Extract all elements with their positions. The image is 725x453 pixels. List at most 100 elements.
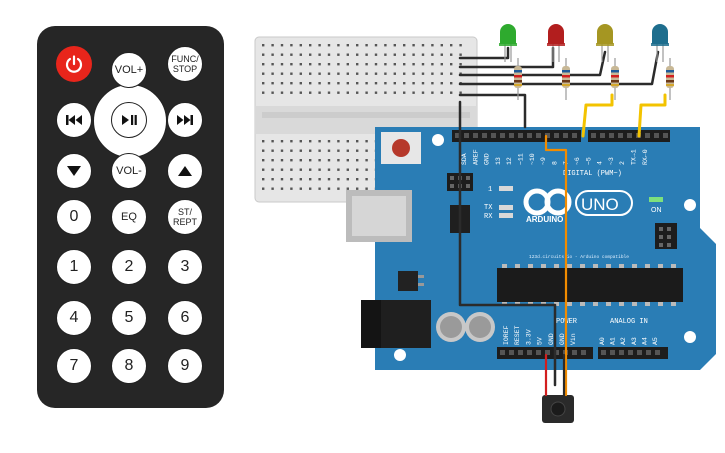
logo-text: ARDUINO <box>526 215 563 224</box>
breadboard-hole <box>290 159 293 162</box>
vol-down-button[interactable]: VOL- <box>111 153 147 189</box>
icsp-pin <box>659 227 663 231</box>
breadboard-hole <box>280 72 284 75</box>
breadboard-hole <box>280 178 284 181</box>
breadboard-hole <box>337 82 340 85</box>
breadboard-hole <box>431 140 434 143</box>
chip-leg <box>671 302 676 306</box>
breadboard-hole <box>346 140 349 143</box>
button-9[interactable]: 9 <box>167 348 203 384</box>
breadboard-hole <box>346 63 349 66</box>
func-stop-label-2: STOP <box>172 64 198 74</box>
chip-leg <box>580 302 585 306</box>
header-hole <box>663 133 668 138</box>
button-2[interactable]: 2 <box>111 249 147 285</box>
breadboard-hole <box>290 168 293 171</box>
breadboard-hole <box>403 82 406 85</box>
breadboard-hole <box>280 82 284 85</box>
chip-leg <box>502 264 507 268</box>
previous-button[interactable] <box>56 102 92 138</box>
chip-leg <box>606 264 611 268</box>
breadboard-hole <box>403 168 406 171</box>
button-4[interactable]: 4 <box>56 300 92 336</box>
analog-pin-label: A5 <box>652 337 659 345</box>
breadboard-hole <box>327 178 331 181</box>
breadboard-hole <box>299 149 302 152</box>
breadboard-hole <box>299 82 302 85</box>
breadboard-hole <box>327 82 331 85</box>
chip-leg <box>541 302 546 306</box>
breadboard-hole <box>450 178 453 181</box>
leds <box>499 24 674 100</box>
button-6[interactable]: 6 <box>167 300 203 336</box>
breadboard-hole <box>318 72 321 75</box>
header-hole <box>491 133 496 138</box>
arduino-board: UNO ARDUINO ON TX RX 1 123d.circuits.io … <box>346 127 716 370</box>
breadboard-hole <box>421 91 425 94</box>
func-stop-button[interactable]: FUNC/ STOP <box>167 46 203 82</box>
power-pin-label: 5V <box>537 337 544 345</box>
breadboard-hole <box>440 44 443 47</box>
header-hole <box>500 133 505 138</box>
breadboard-hole <box>271 91 274 94</box>
header-hole <box>554 133 559 138</box>
breadboard-hole <box>365 178 368 181</box>
breadboard-hole <box>262 91 265 94</box>
next-button[interactable] <box>167 102 203 138</box>
breadboard-hole <box>327 168 331 171</box>
breadboard-hole <box>346 159 349 162</box>
breadboard-hole <box>365 187 368 190</box>
st-rept-button[interactable]: ST/ REPT <box>167 199 203 235</box>
header-hole <box>509 350 514 355</box>
breadboard-hole <box>374 82 378 85</box>
eq-button[interactable]: EQ <box>111 199 147 235</box>
button-1-label: 1 <box>69 258 79 275</box>
button-5[interactable]: 5 <box>111 300 147 336</box>
button-8-label: 8 <box>124 357 134 374</box>
func-stop-label-1: FUNC/ <box>171 54 199 64</box>
breadboard-hole <box>421 82 425 85</box>
icsp-pin <box>466 176 470 180</box>
breadboard-hole <box>440 63 443 66</box>
breadboard-hole <box>393 178 396 181</box>
button-3[interactable]: 3 <box>167 249 203 285</box>
breadboard-hole <box>384 63 387 66</box>
breadboard-hole <box>356 91 359 94</box>
breadboard-hole <box>356 44 359 47</box>
button-7[interactable]: 7 <box>56 348 92 384</box>
button-8[interactable]: 8 <box>111 348 147 384</box>
breadboard-hole <box>459 44 462 47</box>
icsp-pin <box>667 227 671 231</box>
breadboard-hole <box>403 53 406 56</box>
breadboard-hole <box>393 72 396 75</box>
breadboard-hole <box>384 140 387 143</box>
play-pause-button[interactable] <box>111 102 147 138</box>
breadboard-hole <box>309 159 312 162</box>
breadboard-hole <box>309 72 312 75</box>
vol-up-button[interactable]: VOL+ <box>111 52 147 88</box>
on-label: ON <box>651 207 662 214</box>
breadboard-hole <box>421 168 425 171</box>
icsp-pin <box>659 235 663 239</box>
breadboard-hole <box>262 72 265 75</box>
breadboard-hole <box>374 168 378 171</box>
down-button[interactable] <box>56 153 92 189</box>
breadboard-hole <box>299 91 302 94</box>
breadboard-hole <box>327 44 331 47</box>
up-button[interactable] <box>167 153 203 189</box>
header-hole <box>554 350 559 355</box>
breadboard-hole <box>318 187 321 190</box>
power-pin-label: GND <box>559 333 566 345</box>
breadboard-hole <box>421 159 425 162</box>
button-4-label: 4 <box>69 309 79 326</box>
header-hole <box>545 133 550 138</box>
breadboard-hole <box>299 178 302 181</box>
breadboard-hole <box>365 140 368 143</box>
resistor <box>562 66 570 88</box>
header-hole <box>601 350 606 355</box>
breadboard-hole <box>262 82 265 85</box>
button-1[interactable]: 1 <box>56 249 92 285</box>
breadboard-hole <box>450 187 453 190</box>
button-0[interactable]: 0 <box>56 199 92 235</box>
power-button[interactable] <box>56 46 92 82</box>
